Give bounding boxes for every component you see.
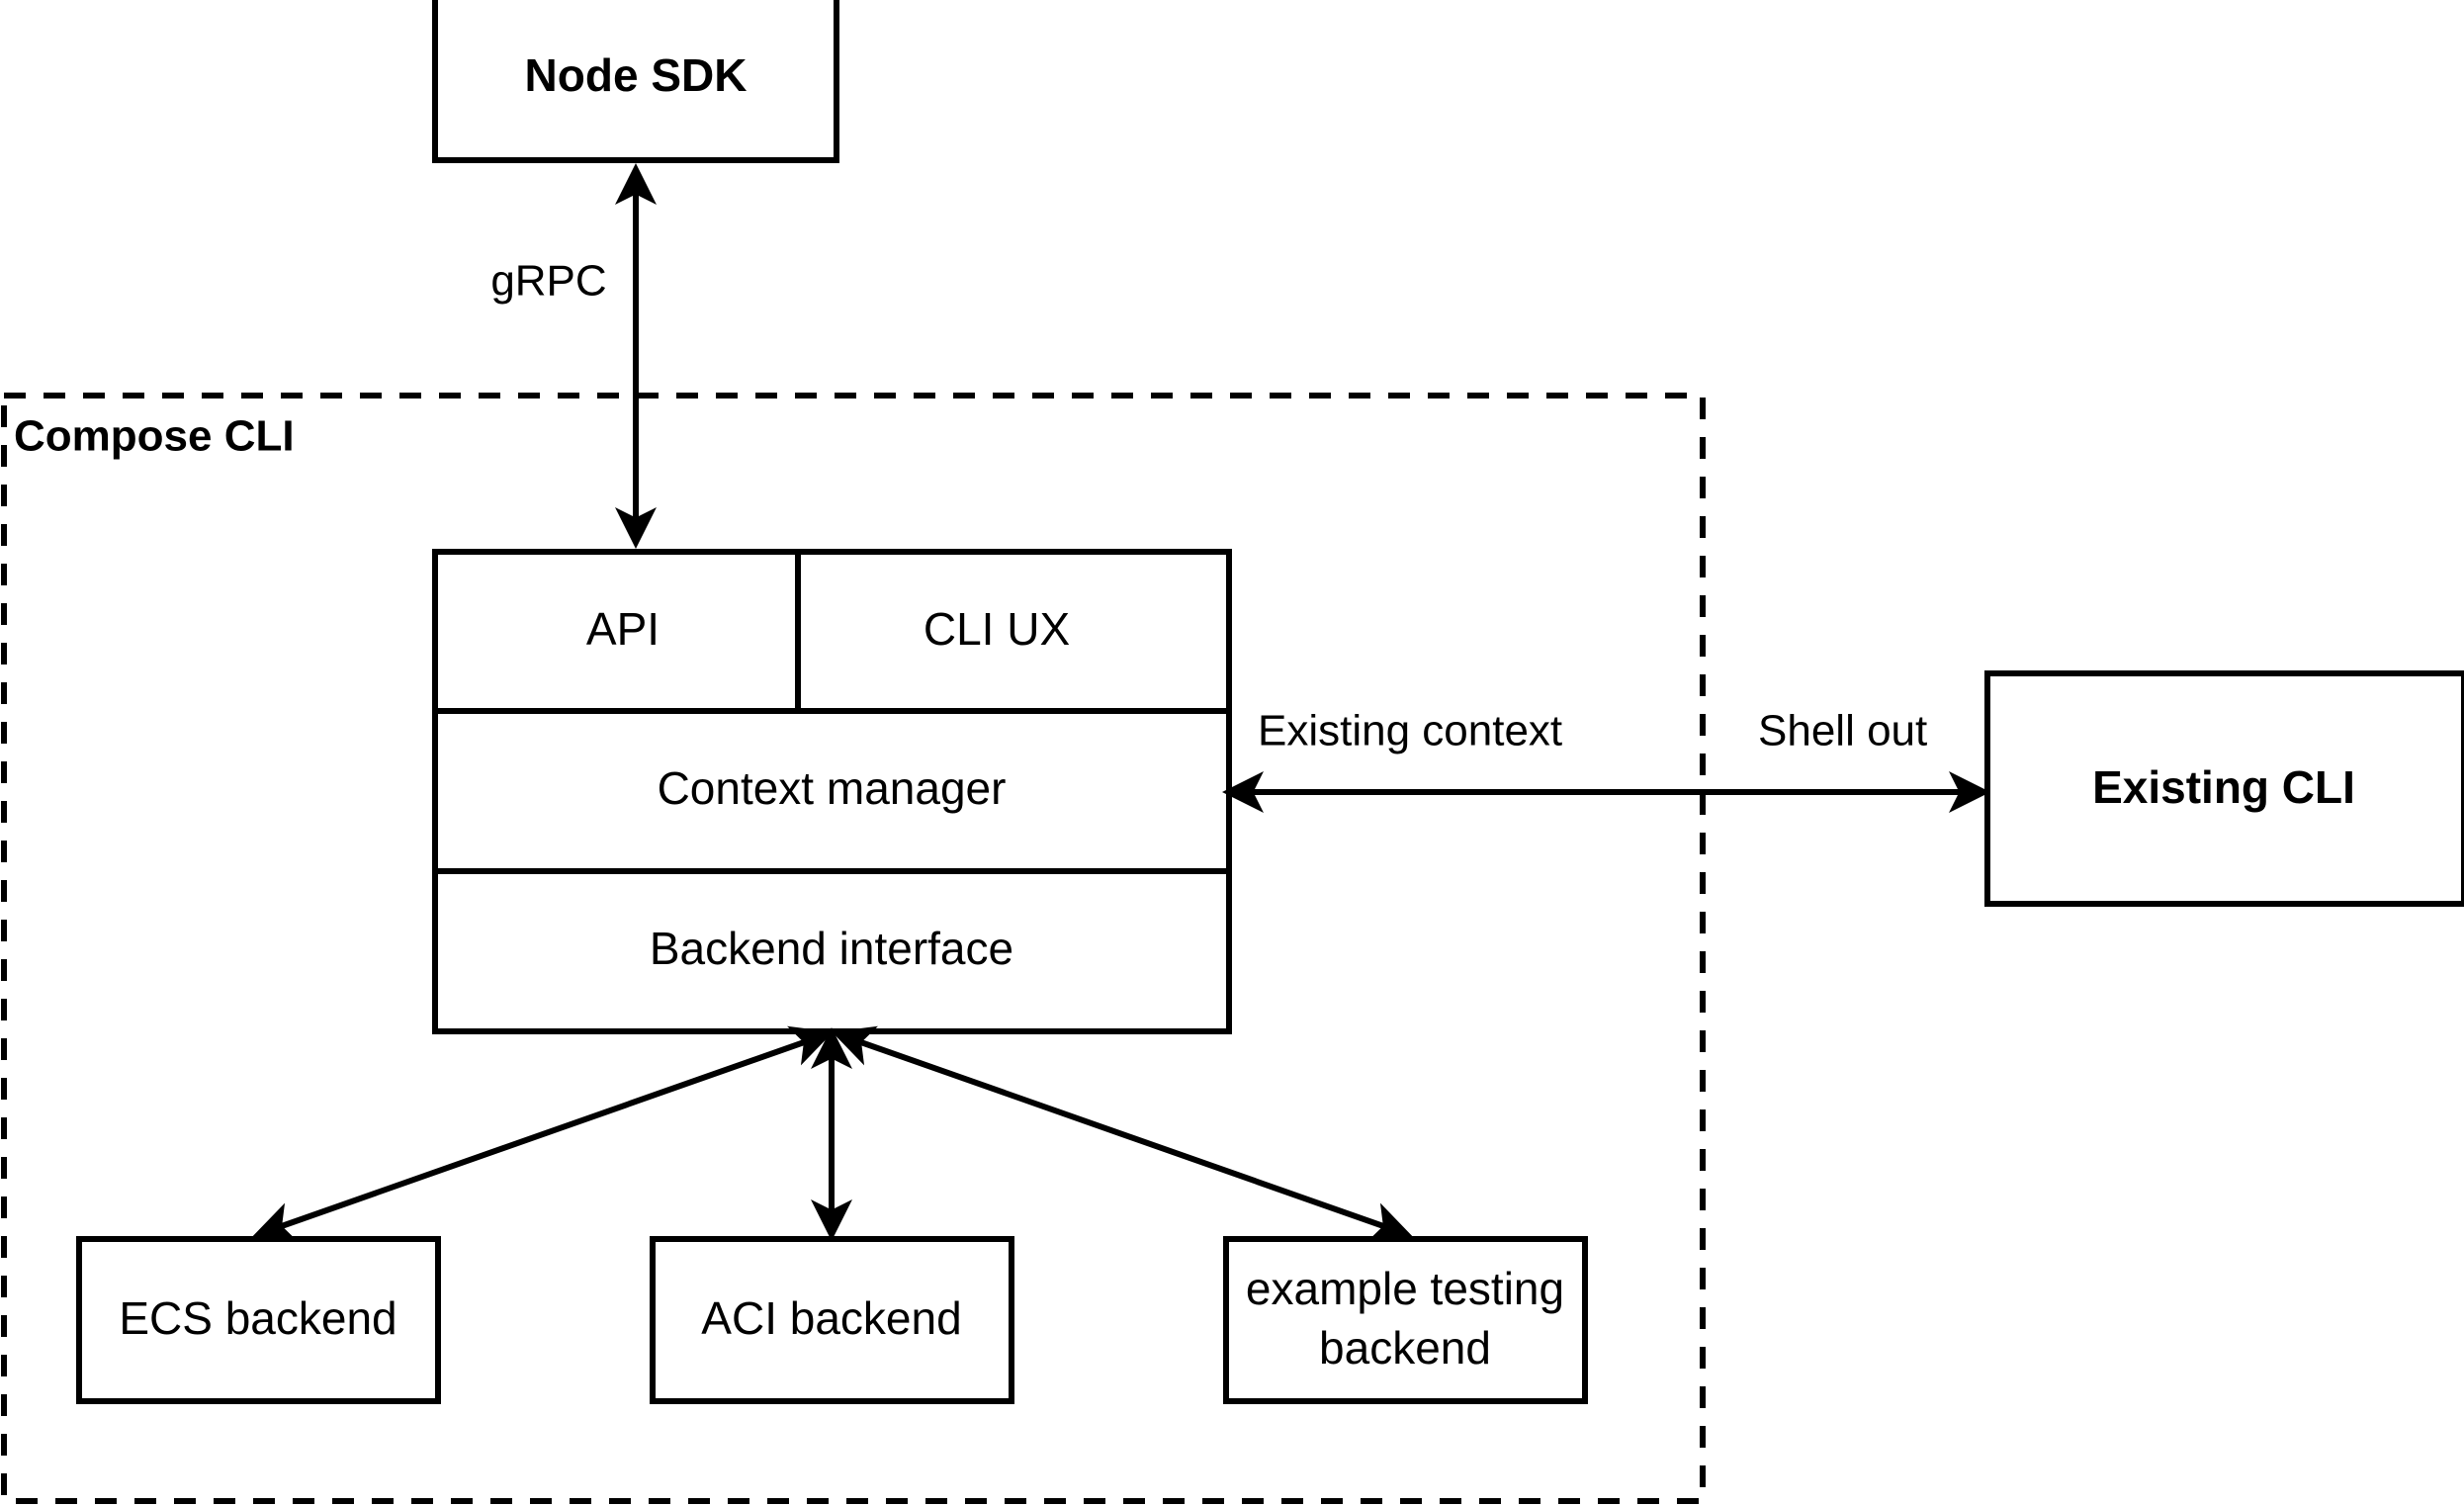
existing-context-edge-label: Existing context	[1258, 707, 1562, 755]
grpc-connector: gRPC	[490, 163, 657, 549]
compose-cli-group: Compose CLI	[1, 393, 1706, 1504]
existing-cli-connector: Existing context Shell out	[1222, 707, 1990, 813]
ecs-backend-arrow	[252, 1025, 834, 1243]
node-sdk-rect[interactable]	[432, 0, 839, 163]
aci-backend-box[interactable]: ACI backend	[650, 1236, 1014, 1404]
cli-ux-cell-label[interactable]: CLI UX	[924, 603, 1070, 655]
node-sdk-box[interactable]: Node SDK	[432, 0, 839, 163]
ecs-backend-rect[interactable]	[76, 1236, 441, 1404]
example-testing-backend-box[interactable]: example testing backend	[1223, 1236, 1588, 1404]
ecs-backend-box[interactable]: ECS backend	[76, 1236, 441, 1404]
existing-cli-label: Existing CLI	[2092, 761, 2355, 813]
compose-cli-group-label: Compose CLI	[14, 412, 295, 461]
example-testing-backend-rect[interactable]	[1223, 1236, 1588, 1404]
compose-cli-core-stack: API CLI UX Context manager Backend inter…	[432, 549, 1232, 1034]
aci-backend-label: ACI backend	[701, 1292, 961, 1344]
aci-backend-rect[interactable]	[650, 1236, 1014, 1404]
example-testing-backend-arrow	[832, 1025, 1413, 1243]
grpc-edge-label: gRPC	[490, 257, 606, 306]
ecs-backend-label: ECS backend	[119, 1292, 396, 1344]
node-sdk-label: Node SDK	[525, 49, 748, 101]
shell-out-edge-label: Shell out	[1758, 707, 1927, 755]
backend-connectors	[252, 1025, 1413, 1243]
compose-cli-group-border	[1, 393, 1706, 1504]
existing-cli-box[interactable]: Existing CLI	[1984, 670, 2464, 907]
example-testing-backend-label-line1: example testing	[1246, 1263, 1564, 1314]
context-manager-cell-label[interactable]: Context manager	[658, 762, 1007, 814]
example-testing-backend-label-line2: backend	[1319, 1322, 1491, 1374]
backend-interface-cell-label[interactable]: Backend interface	[650, 923, 1013, 974]
existing-cli-rect[interactable]	[1984, 670, 2464, 907]
api-cell-label[interactable]: API	[586, 603, 660, 655]
core-stack-rect	[432, 549, 1232, 1034]
